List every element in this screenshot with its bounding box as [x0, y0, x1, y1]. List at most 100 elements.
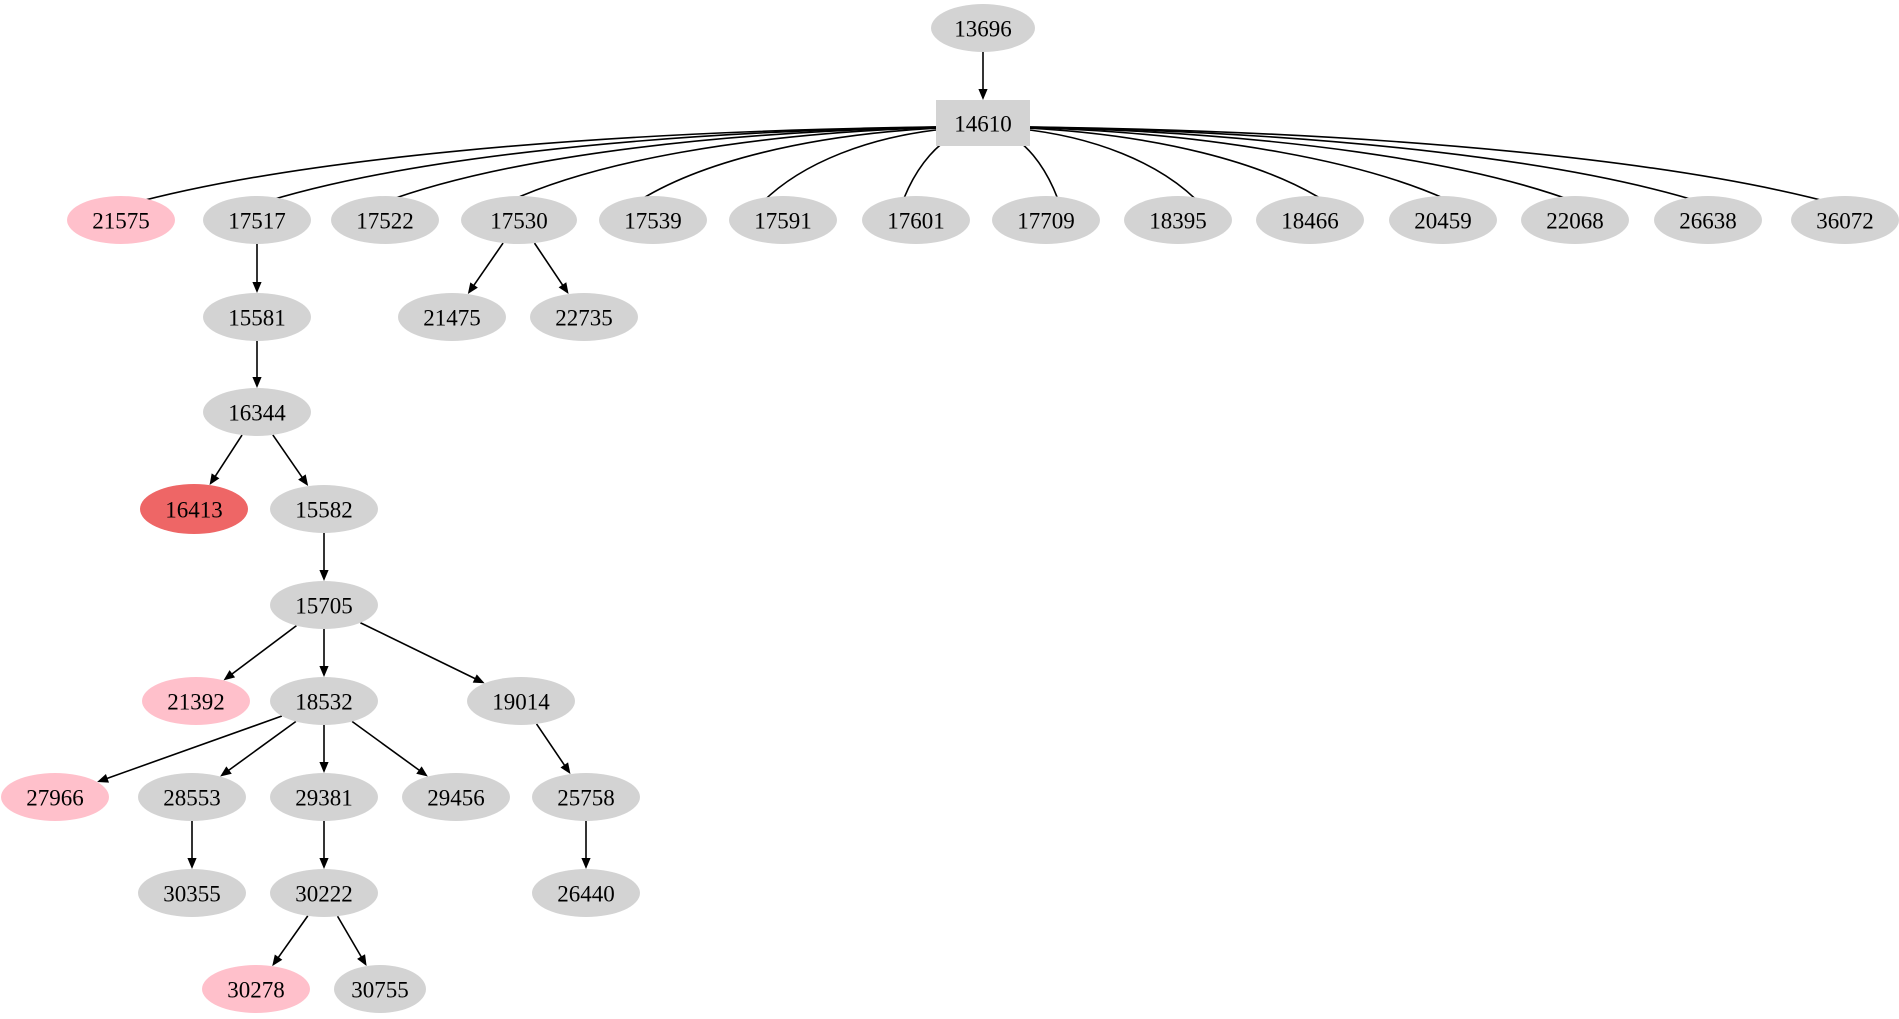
edge-arrowhead: [252, 282, 262, 293]
edge-arrowhead: [220, 766, 232, 777]
edge-line: [272, 434, 304, 479]
node-ellipse-shape: [532, 773, 640, 821]
edge-line: [982, 125, 1890, 221]
graph-node[interactable]: 21575: [67, 196, 175, 244]
node-label: 17522: [356, 209, 414, 234]
graph-node[interactable]: 21475: [398, 293, 506, 341]
graph-node[interactable]: 27966: [1, 773, 109, 821]
edge-arrowhead: [97, 773, 110, 783]
node-ellipse-shape: [532, 869, 640, 917]
graph-node[interactable]: 25758: [532, 773, 640, 821]
node-ellipse-shape: [270, 485, 378, 533]
graph-node[interactable]: 17601: [862, 196, 970, 244]
edge-line: [212, 125, 984, 222]
edge-line: [76, 125, 984, 221]
graph-node[interactable]: 36072: [1791, 196, 1899, 244]
graph-node[interactable]: 29381: [270, 773, 378, 821]
graph-node[interactable]: 20459: [1389, 196, 1497, 244]
graph-edge: [467, 242, 504, 295]
graph-node[interactable]: 18532: [270, 677, 378, 725]
graph-node[interactable]: 16344: [203, 388, 311, 436]
node-label: 21392: [167, 690, 225, 715]
graph-edge: [319, 629, 329, 677]
edge-arrowhead: [467, 282, 478, 295]
edge-arrowhead: [472, 674, 485, 684]
node-ellipse-shape: [334, 965, 426, 1013]
graph-edge: [203, 125, 984, 225]
node-ellipse-shape: [1, 773, 109, 821]
graph-node[interactable]: 18395: [1124, 196, 1232, 244]
graph-node[interactable]: 30755: [334, 965, 426, 1013]
graph-node[interactable]: 17530: [461, 196, 577, 244]
edge-line: [336, 915, 363, 958]
edge-line: [277, 915, 309, 959]
edge-line: [106, 715, 283, 780]
graph-edge: [209, 434, 243, 486]
edge-line: [340, 125, 984, 222]
edge-line: [214, 434, 243, 478]
edge-arrowhead: [252, 377, 262, 388]
graph-node[interactable]: 30355: [138, 869, 246, 917]
node-label: 29381: [295, 786, 353, 811]
node-label: 30222: [295, 882, 353, 907]
node-label: 21575: [92, 209, 150, 234]
graph-node[interactable]: 17591: [729, 196, 837, 244]
graph-node[interactable]: 30278: [202, 965, 310, 1013]
graph-node[interactable]: 15581: [203, 293, 311, 341]
node-ellipse-shape: [138, 869, 246, 917]
graph-node[interactable]: 15582: [270, 485, 378, 533]
graph-node[interactable]: 28553: [138, 773, 246, 821]
graph-node[interactable]: 26638: [1654, 196, 1762, 244]
graph-node[interactable]: 19014: [467, 677, 575, 725]
graph-node[interactable]: 14610: [936, 100, 1030, 146]
node-ellipse-shape: [461, 196, 577, 244]
node-label: 18466: [1281, 209, 1339, 234]
graph-node[interactable]: 17517: [203, 196, 311, 244]
node-label: 30278: [227, 978, 285, 1003]
graph-edge: [533, 242, 569, 294]
graph-node[interactable]: 17709: [992, 196, 1100, 244]
edge-arrowhead: [357, 954, 367, 967]
graph-node[interactable]: 26440: [532, 869, 640, 917]
node-ellipse-shape: [862, 196, 970, 244]
node-label: 36072: [1816, 209, 1874, 234]
graph-node[interactable]: 13696: [931, 4, 1035, 52]
edge-arrowhead: [187, 858, 197, 869]
node-ellipse-shape: [1389, 196, 1497, 244]
node-ellipse-shape: [1124, 196, 1232, 244]
graph-edge: [360, 622, 485, 684]
edge-arrowhead: [223, 670, 236, 681]
node-ellipse-shape: [1521, 196, 1629, 244]
node-label: 17709: [1017, 209, 1075, 234]
graph-edge: [351, 720, 428, 777]
graph-node[interactable]: 21392: [142, 677, 250, 725]
graph-node[interactable]: 22068: [1521, 196, 1629, 244]
node-ellipse-shape: [1654, 196, 1762, 244]
graph-edge: [581, 821, 591, 869]
graph-node[interactable]: 17522: [331, 196, 439, 244]
node-ellipse-shape: [599, 196, 707, 244]
node-ellipse-shape: [67, 196, 175, 244]
edge-line: [982, 125, 1753, 222]
edge-line: [533, 242, 564, 287]
node-ellipse-shape: [992, 196, 1100, 244]
node-ellipse-shape: [467, 677, 575, 725]
node-label: 17517: [228, 209, 286, 234]
edge-line: [472, 242, 504, 287]
graph-node[interactable]: 18466: [1256, 196, 1364, 244]
graph-node[interactable]: 16413: [140, 484, 248, 534]
graph-node[interactable]: 17539: [599, 196, 707, 244]
graph-node[interactable]: 30222: [270, 869, 378, 917]
graph-node[interactable]: 22735: [530, 293, 638, 341]
node-label: 17530: [490, 209, 548, 234]
graph-node[interactable]: 29456: [402, 773, 510, 821]
node-ellipse-shape: [270, 677, 378, 725]
graph-node[interactable]: 15705: [270, 581, 378, 629]
edge-arrowhead: [319, 858, 329, 869]
edge-line: [231, 625, 297, 675]
graph-edge: [252, 341, 262, 388]
edge-arrowhead: [272, 954, 283, 967]
node-label: 15705: [295, 594, 353, 619]
node-label: 22068: [1546, 209, 1604, 234]
